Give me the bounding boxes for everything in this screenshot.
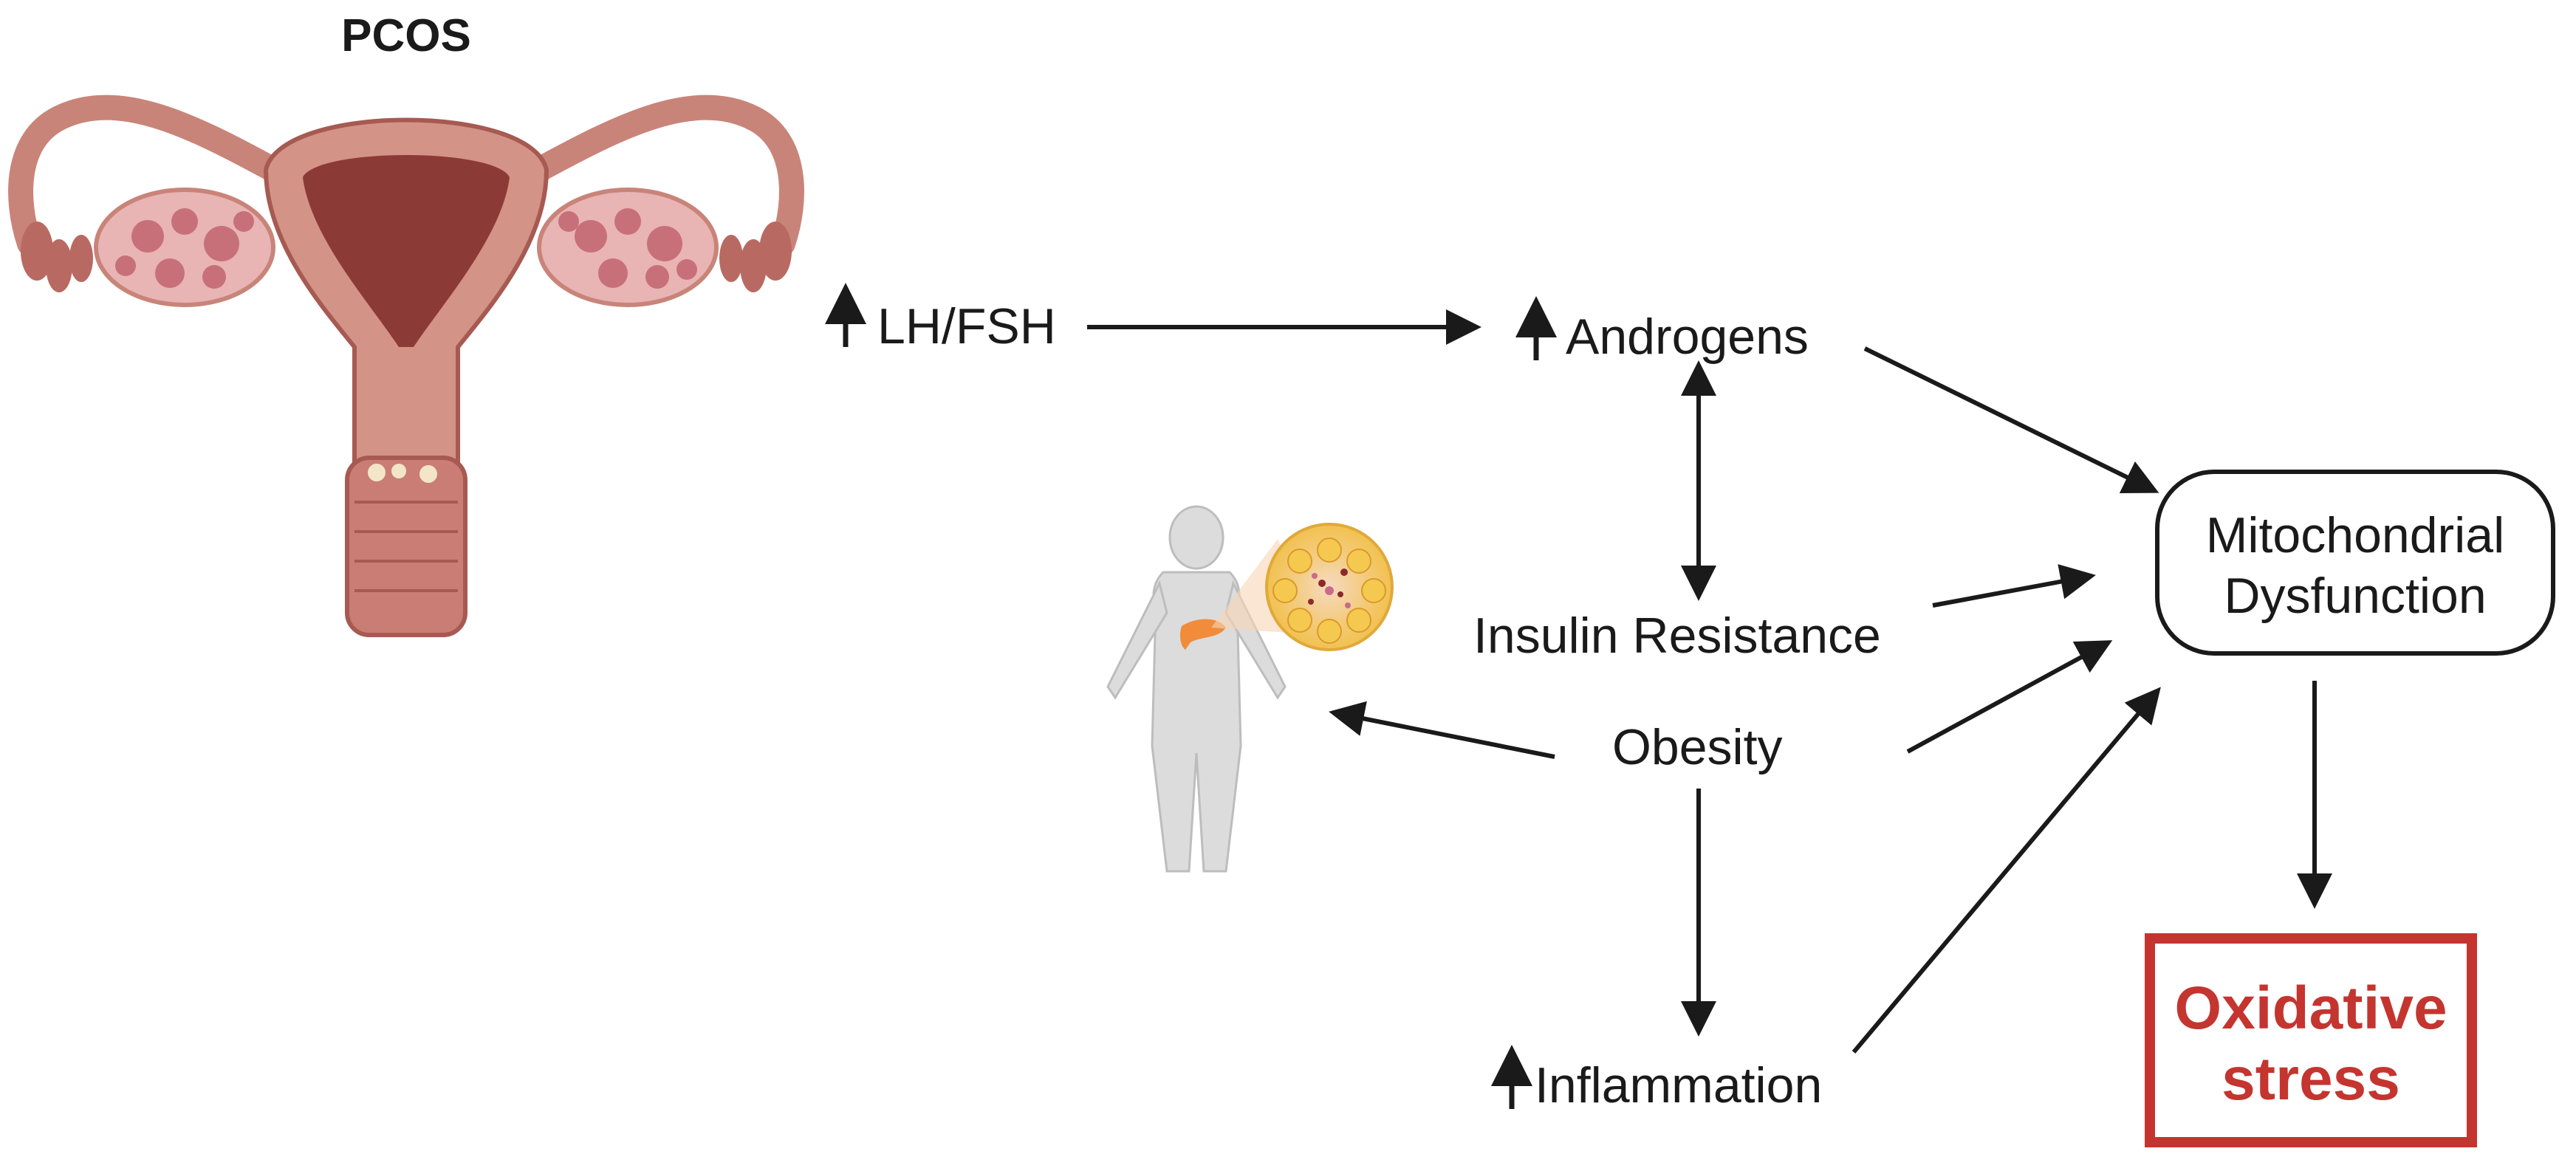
arrow-inflammation-to-mito bbox=[1852, 687, 2161, 1054]
arrow-androgens-to-mito bbox=[1863, 346, 2159, 494]
oxidative-stress-label: Oxidative stress bbox=[2174, 975, 2447, 1113]
lh-fsh-label: LH/FSH bbox=[877, 298, 1056, 354]
uterus-illustration bbox=[8, 95, 804, 637]
cervix bbox=[345, 456, 467, 637]
adipose-tissue-icon bbox=[1265, 523, 1394, 651]
right-ovary bbox=[537, 188, 719, 307]
mitochondrial-dysfunction-box bbox=[2155, 470, 2555, 656]
uterine-cavity bbox=[303, 155, 510, 347]
human-figure-icon bbox=[1106, 505, 1287, 873]
androgens-label: Androgens bbox=[1566, 309, 1809, 365]
insulin-resistance-label: Insulin Resistance bbox=[1473, 608, 1881, 664]
inflammation-label: Inflammation bbox=[1535, 1057, 1823, 1113]
left-fallopian-tube bbox=[8, 95, 286, 256]
diagram-title: PCOS bbox=[341, 10, 471, 61]
left-ovary bbox=[94, 188, 275, 307]
obesity-label: Obesity bbox=[1612, 719, 1783, 775]
arrow-obesity-to-figure bbox=[1329, 701, 1555, 759]
arrow-obesity-to-mito bbox=[1906, 640, 2113, 754]
mitochondrial-dysfunction-label: Mitochondrial Dysfunction bbox=[2205, 507, 2505, 624]
right-fallopian-tube bbox=[527, 95, 804, 256]
arrow-insulin-to-mito bbox=[1932, 564, 2096, 608]
oxidative-stress-box bbox=[2145, 933, 2477, 1147]
